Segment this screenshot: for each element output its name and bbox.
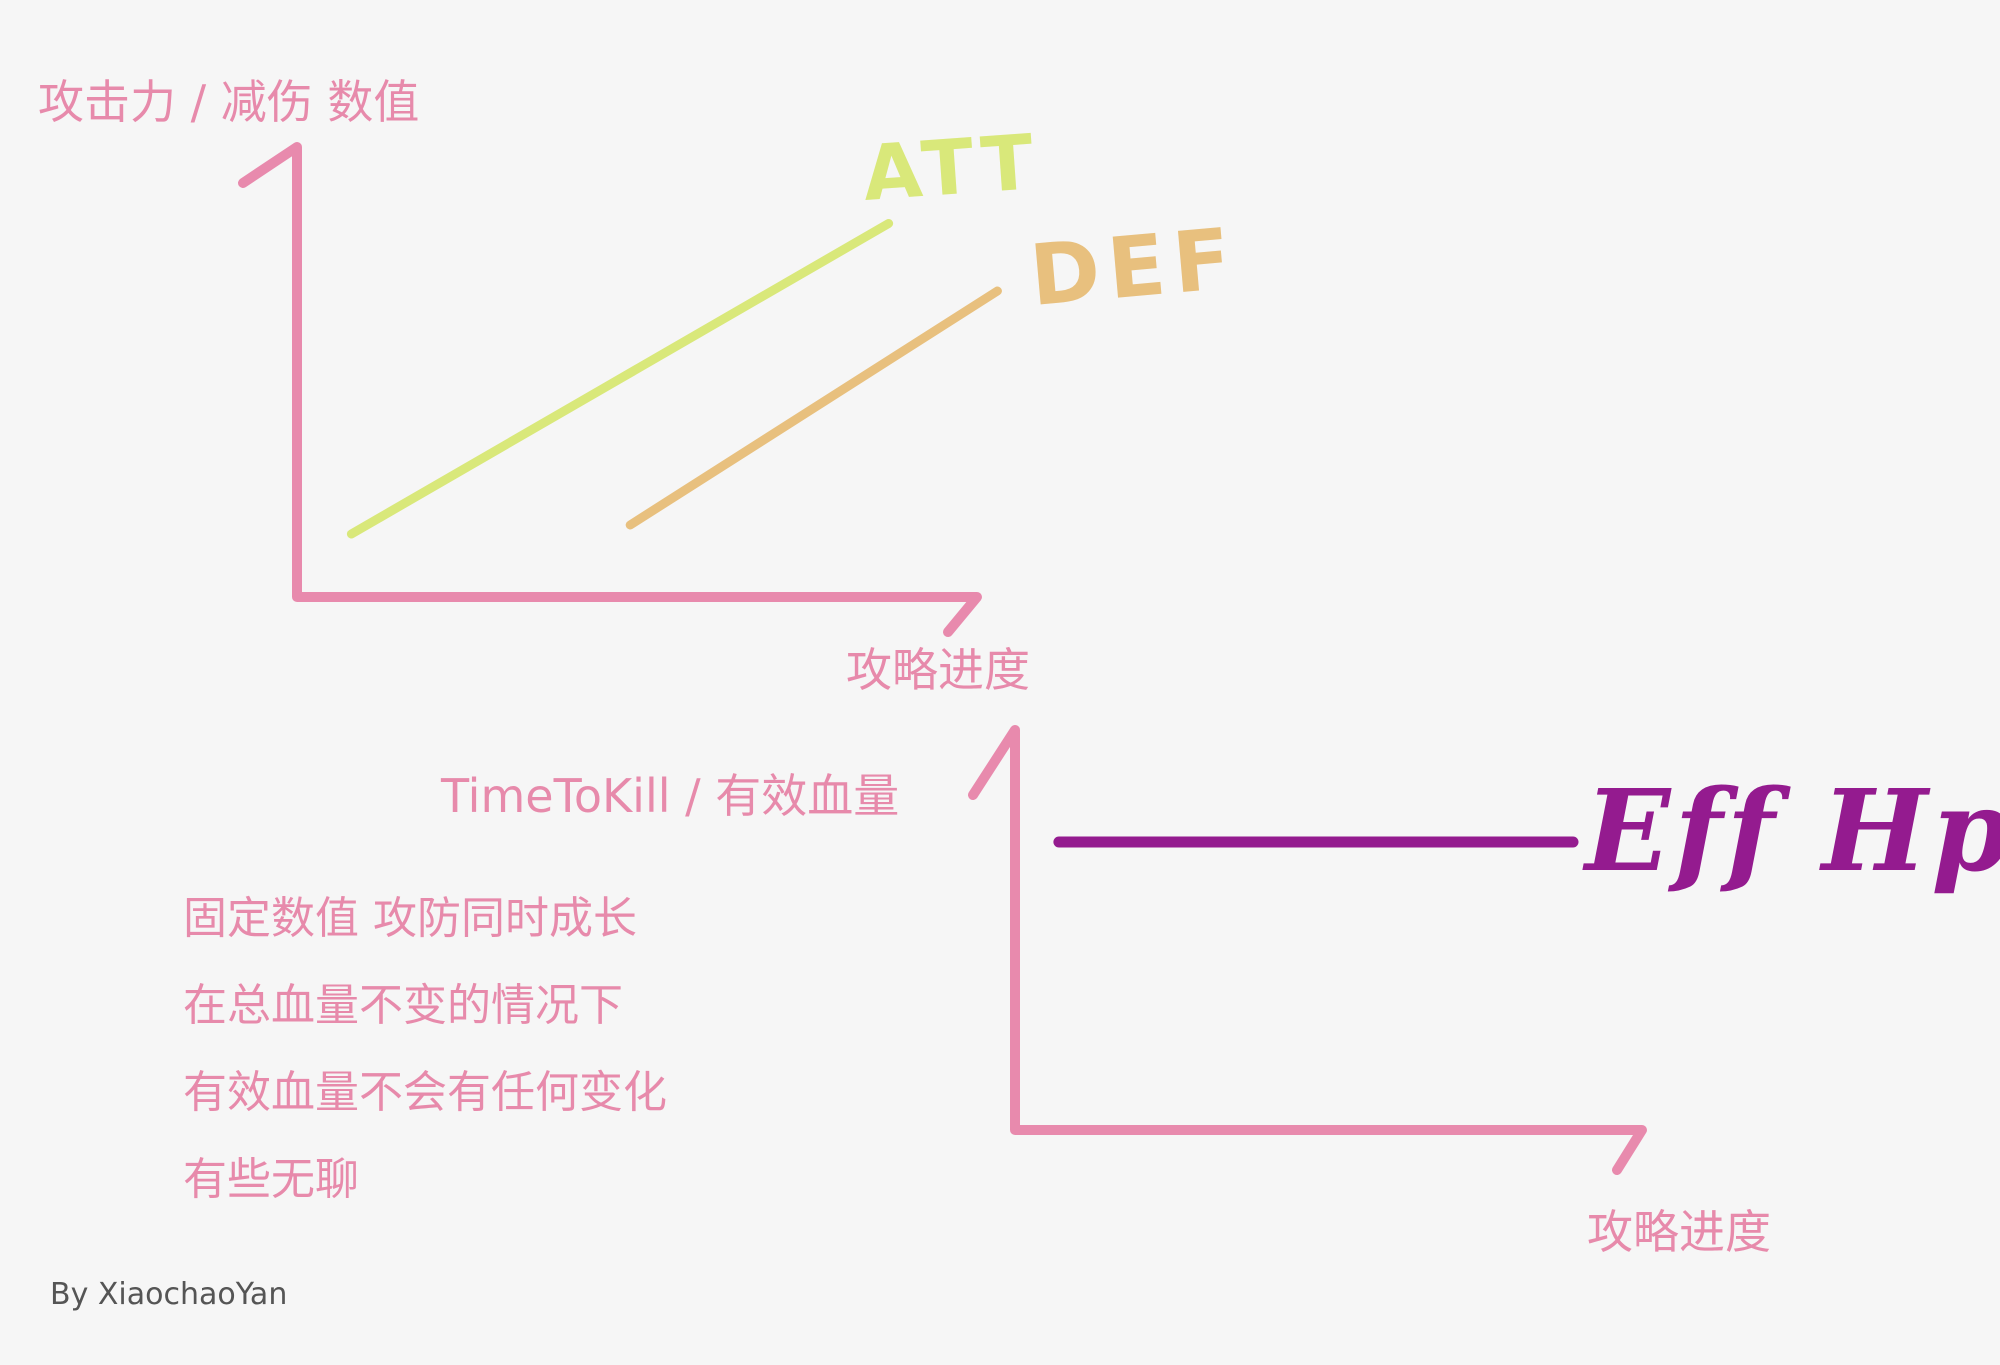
chart1-series: [346, 219, 1002, 539]
note-line-3: 有效血量不会有任何变化: [183, 1067, 667, 1118]
chart1-y-axis-title: 攻击力 / 减伤 数值: [38, 75, 420, 129]
note-line-1: 固定数值 攻防同时成长: [183, 893, 637, 944]
chart2-x-axis-title: 攻略进度: [1587, 1205, 1771, 1259]
chart2-y-axis-title: TimeToKill / 有效血量: [441, 769, 900, 823]
author-credit: By XiaochaoYan: [50, 1277, 288, 1312]
def-series-label: DEF: [1026, 209, 1242, 325]
note-line-2: 在总血量不变的情况下: [183, 980, 623, 1031]
att-series-line: [346, 219, 894, 539]
chart2-axes: [968, 725, 1647, 1175]
att-series-label: ATT: [860, 117, 1042, 218]
chart1-axes: [238, 142, 982, 637]
effhp-series-label: Eff Hp: [1582, 766, 2000, 897]
def-series-line: [625, 286, 1002, 530]
note-line-4: 有些无聊: [183, 1154, 359, 1205]
chart1-x-axis-title: 攻略进度: [846, 643, 1030, 697]
